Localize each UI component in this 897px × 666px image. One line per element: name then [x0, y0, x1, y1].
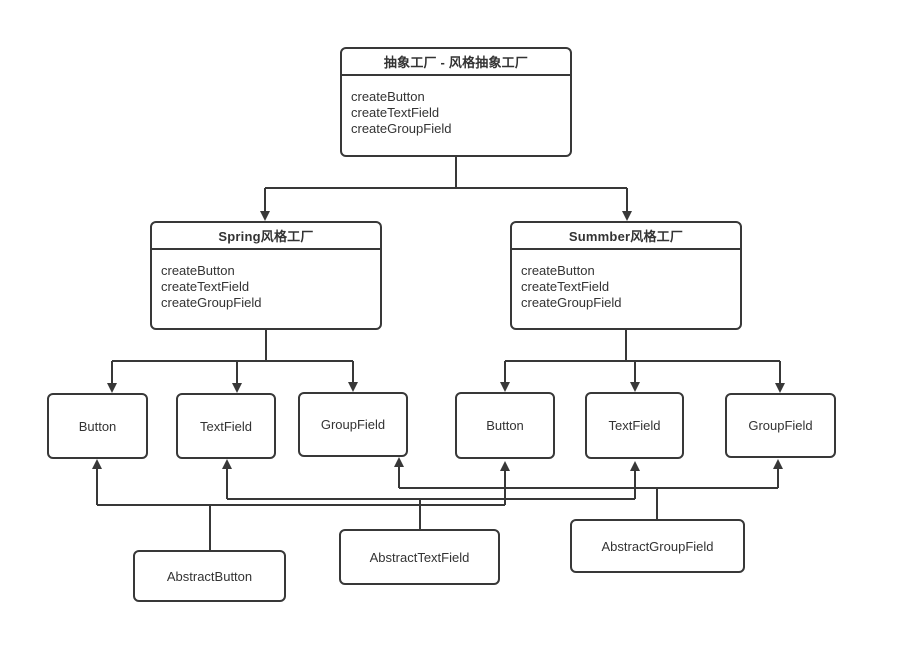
node-abstract-button: AbstractButton — [133, 550, 286, 602]
connector-summber-products — [500, 330, 785, 393]
class-summber-factory-methods: createButton createTextField createGroup… — [512, 250, 740, 311]
method-create-textfield: createTextField — [351, 105, 440, 120]
node-label: AbstractGroupField — [601, 538, 714, 554]
node-spring-groupfield: GroupField — [298, 392, 408, 457]
node-summber-button: Button — [455, 392, 555, 459]
node-spring-textfield: TextField — [176, 393, 276, 459]
method-create-groupfield: createGroupField — [521, 295, 622, 310]
method-create-button: createButton — [351, 89, 425, 104]
class-spring-factory-title: Spring风格工厂 — [152, 223, 380, 250]
class-abstract-factory: 抽象工厂 - 风格抽象工厂 createButton createTextFie… — [340, 47, 572, 157]
node-summber-groupfield: GroupField — [725, 393, 836, 458]
node-label: GroupField — [320, 417, 386, 432]
node-label: TextField — [199, 418, 253, 434]
class-summber-factory-title: Summber风格工厂 — [512, 223, 740, 250]
method-create-textfield: createTextField — [521, 279, 610, 294]
connector-abstract-textfield — [222, 459, 640, 529]
node-label: Button — [486, 418, 524, 433]
node-abstract-groupfield: AbstractGroupField — [570, 519, 745, 573]
connector-abstract-groupfield — [394, 457, 783, 519]
class-summber-factory: Summber风格工厂 createButton createTextField… — [510, 221, 742, 330]
class-abstract-factory-methods: createButton createTextField createGroup… — [342, 76, 570, 137]
method-create-groupfield: createGroupField — [161, 295, 262, 310]
method-create-groupfield: createGroupField — [351, 121, 452, 136]
method-create-button: createButton — [161, 263, 235, 278]
node-label: GroupField — [748, 418, 813, 433]
node-label: Button — [78, 418, 117, 434]
node-label: AbstractButton — [166, 568, 253, 584]
node-label: TextField — [608, 418, 661, 433]
node-spring-button: Button — [47, 393, 148, 459]
node-summber-textfield: TextField — [585, 392, 684, 459]
method-create-button: createButton — [521, 263, 595, 278]
class-spring-factory-methods: createButton createTextField createGroup… — [152, 250, 380, 311]
node-abstract-textfield: AbstractTextField — [339, 529, 500, 585]
class-abstract-factory-title: 抽象工厂 - 风格抽象工厂 — [342, 49, 570, 76]
connector-factory-inheritance — [260, 157, 632, 221]
method-create-textfield: createTextField — [161, 279, 250, 294]
node-label: AbstractTextField — [369, 549, 470, 565]
class-spring-factory: Spring风格工厂 createButton createTextField … — [150, 221, 382, 330]
connector-spring-products — [107, 330, 358, 393]
